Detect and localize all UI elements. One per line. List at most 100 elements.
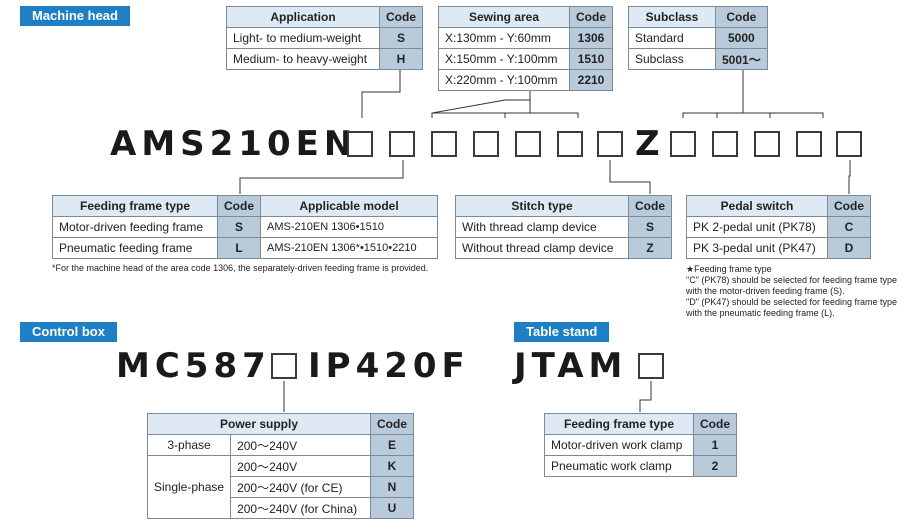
subclass-header: Subclass xyxy=(628,6,716,28)
code-slot-sewing-area-1 xyxy=(431,131,457,157)
subclass-code: 5000 xyxy=(715,27,768,49)
code-slot-pedal-switch xyxy=(836,131,862,157)
feeding-frame-table: Feeding frame type Code Applicable model… xyxy=(52,195,438,259)
table-stand-code-header: Code xyxy=(693,413,737,435)
pedal-switch-note-1: "C" (PK78) should be selected for feedin… xyxy=(686,275,898,285)
stitch-type-label: With thread clamp device xyxy=(455,216,629,238)
sewing-area-code-header: Code xyxy=(569,6,613,28)
application-label: Light- to medium-weight xyxy=(226,27,380,49)
power-supply-table: Power supply Code 3-phase 200～240V E Sin… xyxy=(146,413,414,519)
section-tab-control-box: Control box xyxy=(20,322,117,342)
stitch-type-code: S xyxy=(628,216,672,238)
code-slot-feeding-frame xyxy=(389,131,415,157)
sewing-area-label: X:220mm - Y:100mm xyxy=(438,69,570,91)
voltage-value: 200～240V (for CE) xyxy=(230,476,371,498)
stitch-type-code-header: Code xyxy=(628,195,672,217)
stitch-type-label: Without thread clamp device xyxy=(455,237,629,259)
table-row: Light- to medium-weight S xyxy=(226,27,423,49)
table-row: X:150mm - Y:100mm 1510 xyxy=(438,48,613,70)
pedal-switch-table: Pedal switch Code PK 2-pedal unit (PK78)… xyxy=(686,195,871,259)
pedal-switch-note-2: with the motor-driven feeding frame (S). xyxy=(686,286,845,296)
code-slot-subclass-1 xyxy=(670,131,696,157)
table-row: Motor-driven feeding frame S AMS-210EN 1… xyxy=(52,216,438,238)
feeding-frame-label: Motor-driven feeding frame xyxy=(52,216,218,238)
three-phase-label: 3-phase xyxy=(146,434,232,456)
table-row: X:220mm - Y:100mm 2210 xyxy=(438,69,613,91)
code-slot-sewing-area-2 xyxy=(473,131,499,157)
code-slot-table-stand xyxy=(638,353,664,379)
table-row: Motor-driven work clamp 1 xyxy=(544,434,737,456)
feeding-frame-header: Feeding frame type xyxy=(52,195,218,217)
power-supply-code-header: Code xyxy=(370,413,414,435)
pedal-switch-note-0: ★Feeding frame type xyxy=(686,264,772,274)
subclass-code-header: Code xyxy=(715,6,768,28)
applicable-model: AMS-210EN 1306*•1510•2210 xyxy=(260,237,438,259)
subclass-label: Standard xyxy=(628,27,716,49)
subclass-label: Subclass xyxy=(628,48,716,70)
application-header: Application xyxy=(226,6,380,28)
table-stand-model: JTAM xyxy=(514,346,628,386)
pedal-switch-label: PK 2-pedal unit (PK78) xyxy=(686,216,828,238)
table-stand-code: 2 xyxy=(693,455,737,477)
power-supply-code: E xyxy=(370,434,414,456)
code-slot-subclass-2 xyxy=(712,131,738,157)
table-row: Medium- to heavy-weight H xyxy=(226,48,423,70)
table-stand-label: Motor-driven work clamp xyxy=(544,434,694,456)
application-code-header: Code xyxy=(379,6,423,28)
table-row: 200～240V (for CE) N xyxy=(148,476,414,498)
table-row: X:130mm - Y:60mm 1306 xyxy=(438,27,613,49)
sewing-area-table: Sewing area Code X:130mm - Y:60mm 1306 X… xyxy=(438,6,613,91)
table-stand-code: 1 xyxy=(693,434,737,456)
power-supply-code: U xyxy=(370,497,414,519)
voltage-value: 200～240V xyxy=(230,455,371,477)
power-supply-header: Power supply xyxy=(147,413,371,435)
pedal-switch-note-4: with the pneumatic feeding frame (L). xyxy=(686,308,835,318)
table-row: Pneumatic work clamp 2 xyxy=(544,455,737,477)
code-slot-application xyxy=(347,131,373,157)
application-label: Medium- to heavy-weight xyxy=(226,48,380,70)
table-row: 3-phase 200～240V E xyxy=(146,434,414,456)
power-supply-code: N xyxy=(370,476,414,498)
table-row: PK 3-pedal unit (PK47) D xyxy=(686,237,871,259)
single-phase-label: Single-phase xyxy=(146,455,232,519)
machine-head-model-prefix: AMS210EN xyxy=(110,124,358,164)
voltage-value: 200～240V xyxy=(230,434,371,456)
table-stand-table: Feeding frame type Code Motor-driven wor… xyxy=(544,413,737,477)
stitch-type-header: Stitch type xyxy=(455,195,629,217)
feeding-frame-code-header: Code xyxy=(217,195,261,217)
pedal-switch-code-header: Code xyxy=(827,195,871,217)
pedal-switch-label: PK 3-pedal unit (PK47) xyxy=(686,237,828,259)
sewing-area-header: Sewing area xyxy=(438,6,570,28)
pedal-switch-code: C xyxy=(827,216,871,238)
table-row: With thread clamp device S xyxy=(455,216,672,238)
application-table: Application Code Light- to medium-weight… xyxy=(226,6,423,70)
sewing-area-code: 1306 xyxy=(569,27,613,49)
stitch-type-code: Z xyxy=(628,237,672,259)
pedal-switch-note-3: "D" (PK47) should be selected for feedin… xyxy=(686,297,898,307)
control-box-model-left: MC587 xyxy=(116,346,271,386)
feeding-frame-note: *For the machine head of the area code 1… xyxy=(52,263,429,273)
subclass-table: Subclass Code Standard 5000 Subclass 500… xyxy=(628,6,768,70)
machine-head-z-letter: Z xyxy=(635,124,665,164)
table-row: Standard 5000 xyxy=(628,27,768,49)
sewing-area-label: X:150mm - Y:100mm xyxy=(438,48,570,70)
subclass-code: 5001～ xyxy=(715,48,768,70)
code-slot-sewing-area-4 xyxy=(557,131,583,157)
application-code: S xyxy=(379,27,423,49)
code-slot-stitch-type xyxy=(597,131,623,157)
feeding-frame-label: Pneumatic feeding frame xyxy=(52,237,218,259)
voltage-value: 200～240V (for China) xyxy=(230,497,371,519)
sewing-area-code: 1510 xyxy=(569,48,613,70)
code-slot-power-supply xyxy=(271,353,297,379)
table-row: Without thread clamp device Z xyxy=(455,237,672,259)
code-slot-subclass-4 xyxy=(796,131,822,157)
applicable-model-header: Applicable model xyxy=(260,195,438,217)
pedal-switch-header: Pedal switch xyxy=(686,195,828,217)
application-code: H xyxy=(379,48,423,70)
table-row: 200～240V (for China) U xyxy=(148,497,414,519)
pedal-switch-code: D xyxy=(827,237,871,259)
code-slot-sewing-area-3 xyxy=(515,131,541,157)
feeding-frame-code: S xyxy=(217,216,261,238)
